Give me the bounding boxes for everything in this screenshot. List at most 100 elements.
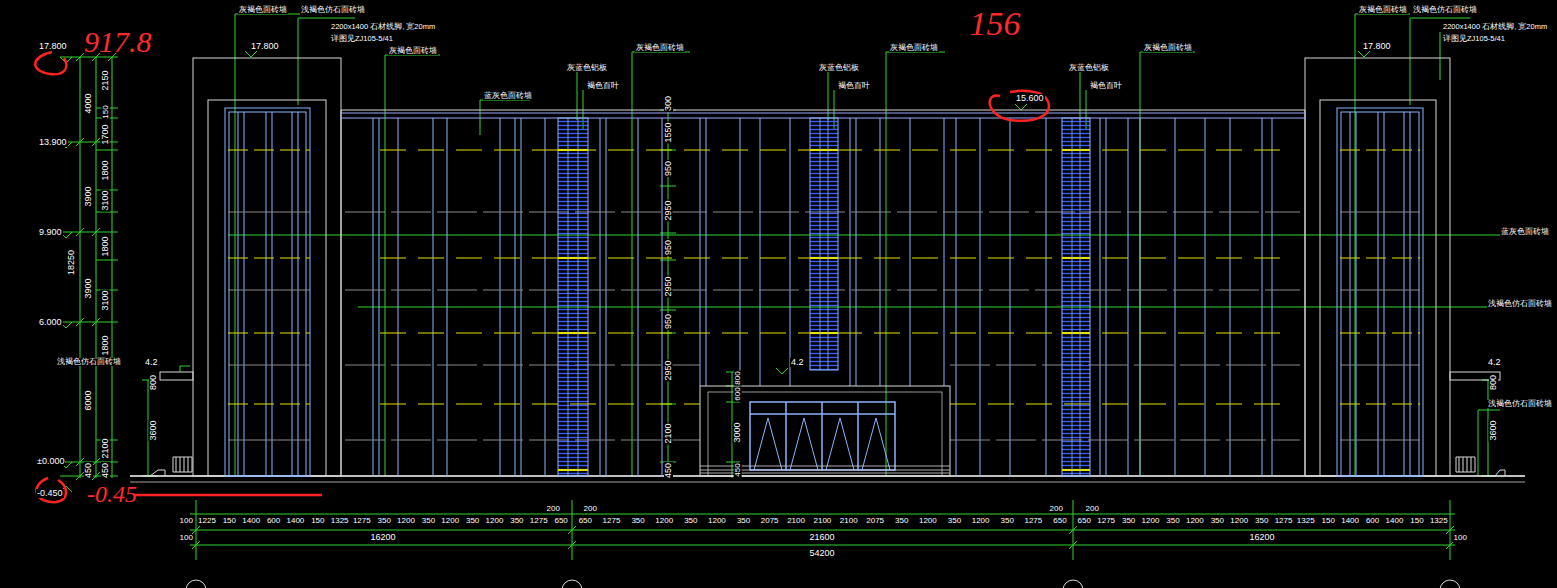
louvre-strip xyxy=(558,118,1090,476)
dimension-text: 1800 xyxy=(101,235,110,257)
dimension-text: 350 xyxy=(465,517,480,525)
main-body xyxy=(341,110,1305,476)
dimension-text: 2100 xyxy=(664,422,673,444)
dimension-text: 950 xyxy=(664,238,673,255)
dimension-text: 1200 xyxy=(485,517,505,525)
dimension-text: 16200 xyxy=(370,533,397,542)
dimension-text: 2150 xyxy=(101,69,110,91)
dimension-text: 600 xyxy=(1365,517,1380,525)
dimension-text: 54200 xyxy=(809,549,836,558)
dimension-text: 350 xyxy=(1000,517,1015,525)
dimension-text: 350 xyxy=(894,517,909,525)
dimension-text: 650 xyxy=(1077,517,1092,525)
dimension-text: 1325 xyxy=(1429,517,1449,525)
dimension-text: 450 xyxy=(84,461,93,478)
dimension-text: 150 xyxy=(1409,517,1424,525)
dimension-text: 1275 xyxy=(1096,517,1116,525)
dimension-text: 600 xyxy=(733,386,741,401)
dimension-text: 200 xyxy=(1049,505,1064,513)
dimension-text: 1400 xyxy=(241,517,261,525)
dimension-text: 1225 xyxy=(197,517,217,525)
elevation-mark: 4.2 xyxy=(144,358,159,367)
dimension-text: 150 xyxy=(222,517,237,525)
dimension-text: 1200 xyxy=(707,517,727,525)
dimension-text: 2950 xyxy=(664,275,673,297)
dimension-text: 3100 xyxy=(101,289,110,311)
dimension-text: 100 xyxy=(179,534,194,542)
note-text: 2200x1400 石材线脚, 宽20mm xyxy=(1442,23,1548,31)
dimension-text: 21600 xyxy=(809,533,836,542)
dimension-text: 1275 xyxy=(1023,517,1043,525)
elevation-symbols xyxy=(60,51,1370,492)
dimension-text: 3100 xyxy=(101,189,110,211)
note-text: 详图见ZJ105-5/41 xyxy=(1442,35,1506,43)
note-text: 蓝灰色面砖墙 xyxy=(1500,228,1550,236)
note-text: 灰褐色面砖墙 xyxy=(238,6,288,14)
note-text: 浅褐色仿石面砖墙 xyxy=(300,6,366,14)
dimension-text: 1200 xyxy=(396,517,416,525)
dimension-text: 350 xyxy=(421,517,436,525)
dimension-text: 150 xyxy=(1321,517,1336,525)
dimension-text: 2100 xyxy=(101,437,110,459)
dimension-text: 350 xyxy=(947,517,962,525)
dimension-text: 800 xyxy=(733,370,741,385)
dimension-text: 2100 xyxy=(839,517,859,525)
red-annotation: -0.45 xyxy=(86,482,138,506)
elevation-mark: ±0.000 xyxy=(36,457,65,466)
dimension-text: 1200 xyxy=(440,517,460,525)
dimension-text: 350 xyxy=(683,517,698,525)
note-text: 褐色百叶 xyxy=(586,82,620,90)
parapet-band xyxy=(341,113,1305,118)
note-text: 褐色百叶 xyxy=(1089,82,1123,90)
elevation-mark: 4.2 xyxy=(790,358,805,367)
red-annotation: 917.8 xyxy=(83,27,153,57)
dimension-text: 150 xyxy=(310,517,325,525)
note-text: 灰褐色面砖墙 xyxy=(1358,6,1408,14)
red-annotation: 156 xyxy=(969,7,1022,41)
dimension-text: 200 xyxy=(1085,505,1100,513)
dimension-text: 1325 xyxy=(1296,517,1316,525)
note-text: 灰褐色面砖墙 xyxy=(1143,44,1193,52)
dimension-text: 6000 xyxy=(84,389,93,411)
note-text: 灰褐色面砖墙 xyxy=(889,44,939,52)
dimension-text: 1400 xyxy=(1340,517,1360,525)
elevation-mark: 9.900 xyxy=(38,228,63,237)
dimension-text: 2100 xyxy=(813,517,833,525)
axis-bubble xyxy=(186,580,1460,588)
dimension-text: 2075 xyxy=(865,517,885,525)
elevation-mark: 4.2 xyxy=(1487,358,1502,367)
dimension-text: 300 xyxy=(664,94,673,111)
tower xyxy=(193,58,1450,476)
dimension-text: 200 xyxy=(546,505,561,513)
dimension-text: 450 xyxy=(664,461,673,478)
dimension-text: 16200 xyxy=(1249,533,1276,542)
dimension-text: 800 xyxy=(149,373,158,390)
dimension-text: 1200 xyxy=(1141,517,1161,525)
dimension-text: 2075 xyxy=(760,517,780,525)
elevation-mark: 15.600 xyxy=(1015,94,1045,103)
dimension-text: 4000 xyxy=(84,92,93,114)
dimension-text: 1200 xyxy=(1185,517,1205,525)
note-text: 浅褐色仿石面砖墙 xyxy=(56,358,122,366)
note-text: 灰褐色面砖墙 xyxy=(388,47,438,55)
elevation-mark: 17.800 xyxy=(250,42,280,51)
note-text: 灰蓝色铝板 xyxy=(1068,64,1110,72)
dimension-text: 3000 xyxy=(733,421,742,443)
dimension-text: 1275 xyxy=(529,517,549,525)
elevation-mark: 13.900 xyxy=(38,138,68,147)
elevation-mark: 17.800 xyxy=(1362,42,1392,51)
dimension-text: 1200 xyxy=(971,517,991,525)
dimension-text: 200 xyxy=(583,505,598,513)
tower-windows xyxy=(225,108,1423,476)
elevation-mark: -0.450 xyxy=(36,489,64,498)
dimension-text: 2950 xyxy=(664,199,673,221)
note-text: 灰褐色面砖墙 xyxy=(635,44,685,52)
dimension-text: 350 xyxy=(1165,517,1180,525)
note-text: 2200x1400 石材线脚, 宽20mm xyxy=(330,23,436,31)
dimension-text: 1275 xyxy=(1274,517,1294,525)
dimension-lines xyxy=(60,53,1496,560)
note-text: 灰蓝色铝板 xyxy=(818,64,860,72)
dimension-text: 650 xyxy=(578,517,593,525)
dimension-text: 950 xyxy=(664,159,673,176)
dimension-text: 650 xyxy=(553,517,568,525)
